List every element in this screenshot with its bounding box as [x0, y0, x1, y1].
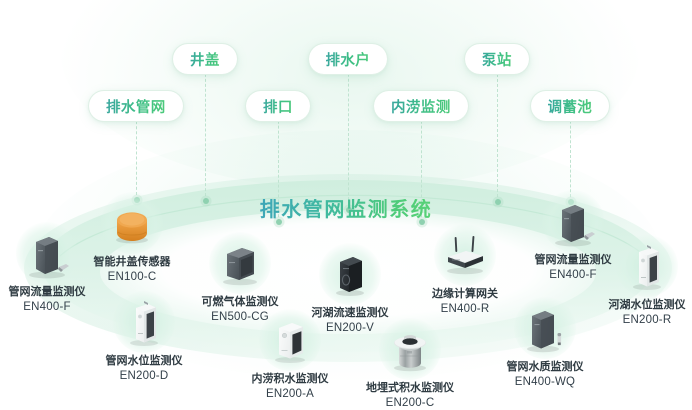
device-node-urban-flood[interactable]: 内涝积水监测仪 EN200-A [215, 309, 365, 402]
device-name: 管网水质监测仪 [506, 361, 584, 373]
box-probe-icon [16, 222, 78, 284]
white-panel-icon [259, 309, 321, 371]
tag-pill-2[interactable]: 排口 [245, 90, 311, 122]
device-model: EN200-V [325, 322, 375, 334]
device-name: 管网流量监测仪 [8, 286, 86, 298]
tag-pill-label: 排口 [263, 96, 293, 117]
device-model: EN400-WQ [514, 376, 576, 388]
device-model: EN400-R [440, 303, 490, 315]
device-model: EN500-CG [211, 311, 269, 323]
device-node-river-level[interactable]: 河湖水位监测仪 EN200-R [572, 235, 692, 328]
tag-pill-label: 泵站 [482, 49, 512, 70]
device-model: EN100-C [107, 271, 157, 283]
tag-pill-label: 排水管网 [106, 96, 166, 117]
device-name: 地埋式积水监测仪 [366, 382, 454, 394]
device-name: 智能井盖传感器 [93, 256, 171, 268]
tag-pill-0[interactable]: 排水管网 [88, 90, 184, 122]
box-probe-icon [542, 190, 604, 252]
dark-flat-icon [209, 232, 271, 294]
device-model: EN200-D [119, 370, 169, 382]
device-node-pipe-flow-right[interactable]: 管网流量监测仪 EN400-F [498, 190, 648, 283]
page-title: 排水管网监测系统 [0, 193, 692, 222]
device-node-buried-water[interactable]: 地埋式积水监测仪 EN200-C [335, 318, 485, 410]
tag-pill-5[interactable]: 泵站 [464, 43, 530, 75]
device-model: EN200-A [265, 388, 315, 400]
box-sensor-icon [514, 297, 576, 359]
connector-line-1 [202, 59, 209, 204]
white-slim-icon [616, 235, 678, 297]
tag-pill-label: 排水户 [326, 49, 371, 70]
tag-pill-3[interactable]: 排水户 [307, 43, 389, 75]
device-model: EN200-R [622, 314, 672, 326]
manhole-puck-icon [101, 192, 163, 254]
device-name: 边缘计算网关 [432, 288, 498, 300]
metal-drum-icon [379, 318, 441, 380]
tag-pill-label: 井盖 [190, 49, 220, 70]
device-model: EN400-F [549, 269, 597, 281]
tag-pill-4[interactable]: 内涝监测 [373, 90, 469, 122]
tag-pill-label: 调蓄池 [548, 96, 593, 117]
device-name: 河湖流速监测仪 [311, 307, 389, 319]
black-oval-icon [319, 243, 381, 305]
device-node-pipe-water-quality[interactable]: 管网水质监测仪 EN400-WQ [470, 297, 620, 390]
white-slim-icon [113, 291, 175, 353]
device-node-edge-gateway[interactable]: 边缘计算网关 EN400-R [390, 224, 540, 317]
device-name: 管网流量监测仪 [534, 254, 612, 266]
device-node-gas-monitor[interactable]: 可燃气体监测仪 EN500-CG [165, 232, 315, 325]
device-name: 内涝积水监测仪 [251, 373, 329, 385]
tag-pill-label: 内涝监测 [391, 96, 451, 117]
device-node-smart-manhole[interactable]: 智能井盖传感器 EN100-C [57, 192, 207, 285]
router-icon [434, 224, 496, 286]
connector-line-5 [494, 59, 501, 205]
page-title-text: 排水管网监测系统 [259, 199, 433, 221]
device-node-pipe-flow-left[interactable]: 管网流量监测仪 EN400-F [0, 222, 122, 315]
device-name: 河湖水位监测仪 [608, 299, 686, 311]
device-model: EN200-C [385, 397, 435, 409]
tag-pill-6[interactable]: 调蓄池 [529, 90, 611, 122]
device-name: 可燃气体监测仪 [201, 296, 279, 308]
device-name: 管网水位监测仪 [105, 355, 183, 367]
tag-pill-1[interactable]: 井盖 [172, 43, 238, 75]
device-node-river-velocity[interactable]: 河湖流速监测仪 EN200-V [275, 243, 425, 336]
connector-line-3 [345, 59, 352, 213]
device-model: EN400-F [23, 301, 71, 313]
device-node-pipe-level[interactable]: 管网水位监测仪 EN200-D [69, 291, 219, 384]
